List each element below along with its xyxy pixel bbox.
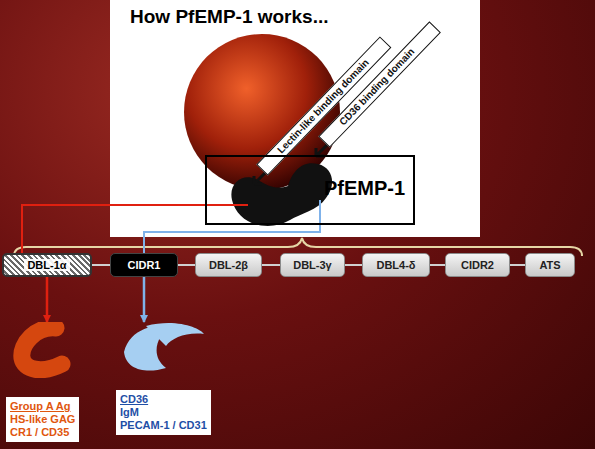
receptor-name: HS-like GAG: [10, 413, 75, 426]
domain-name: DBL-3γ: [293, 259, 332, 271]
connector: [46, 277, 49, 322]
receptor-group: Group A AgHS-like GAGCR1 / CD35: [6, 322, 98, 442]
receptor-heading: Group A Ag: [10, 400, 75, 413]
receptor-name: CR1 / CD35: [10, 426, 75, 439]
domain-name: ATS: [539, 259, 560, 271]
receptor-name: PECAM-1 / CD31: [120, 419, 207, 432]
connector: [262, 264, 280, 266]
connector: [430, 264, 445, 266]
connector: [22, 205, 205, 253]
red-lead: [206, 204, 248, 206]
domain-name: DBL-2β: [209, 259, 248, 271]
domain-box: DBL4-δ: [362, 253, 430, 277]
connector: [92, 264, 110, 266]
protein-box: PfEMP-1: [205, 155, 415, 225]
title: How PfEMP-1 works...: [130, 6, 328, 28]
receptor-group: CD36IgMPECAM-1 / CD31: [116, 322, 211, 435]
connector: [143, 277, 146, 322]
domain-box: DBL-3γ: [280, 253, 345, 277]
domain-box: ATS: [525, 253, 575, 277]
receptor-list: Group A AgHS-like GAGCR1 / CD35: [6, 397, 79, 442]
domain-box: DBL-1α: [2, 253, 92, 277]
domain-box: CIDR1: [110, 253, 178, 277]
domain-name: CIDR2: [461, 259, 494, 271]
domain-name: DBL4-δ: [376, 259, 415, 271]
receptor-heading: CD36: [120, 393, 207, 406]
domain-name: CIDR1: [127, 259, 160, 271]
connector: [510, 264, 525, 266]
pfemp1-shape: [231, 163, 332, 226]
connector: [345, 264, 362, 266]
domain-box: DBL-2β: [195, 253, 262, 277]
receptor-name: IgM: [120, 406, 207, 419]
receptor-list: CD36IgMPECAM-1 / CD31: [116, 390, 211, 435]
protein-name: PfEMP-1: [324, 177, 405, 200]
connector: [144, 225, 320, 253]
domain-name: DBL-1α: [24, 259, 69, 271]
domain-box: CIDR2: [445, 253, 510, 277]
receptor-icon: [116, 322, 208, 378]
receptor-icon: [6, 322, 98, 378]
blue-lead: [319, 200, 321, 224]
connector: [178, 264, 195, 266]
